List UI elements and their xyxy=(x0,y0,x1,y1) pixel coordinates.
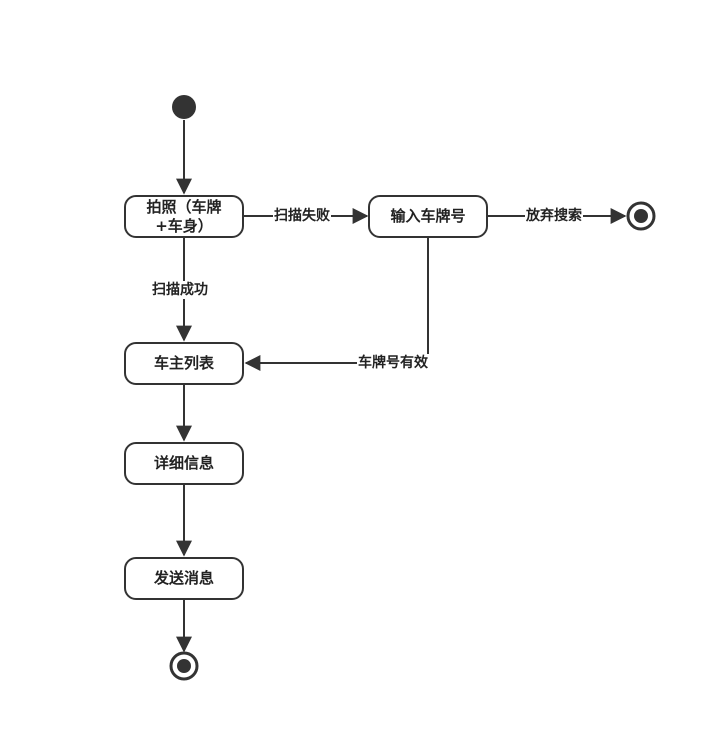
edge-input-to-owner xyxy=(244,238,429,371)
edge-label-scan-success: 扫描成功 xyxy=(151,281,209,299)
edge-label-plate-valid: 车牌号有效 xyxy=(357,354,429,372)
node-details: 详细信息 xyxy=(124,442,244,485)
node-send-message-label: 发送消息 xyxy=(153,569,214,587)
end-node-bottom-inner xyxy=(177,659,191,673)
node-owner-list-label: 车主列表 xyxy=(153,354,214,372)
end-node-right-inner xyxy=(634,209,648,223)
node-details-label: 详细信息 xyxy=(153,454,214,472)
node-photo: 拍照（车牌 +车身） xyxy=(124,195,244,238)
start-node xyxy=(172,95,196,119)
node-photo-label: 拍照（车牌 +车身） xyxy=(146,197,222,235)
edge-label-abandon-search: 放弃搜索 xyxy=(525,207,583,225)
node-input-plate-label: 输入车牌号 xyxy=(390,207,466,225)
node-owner-list: 车主列表 xyxy=(124,342,244,385)
node-input-plate: 输入车牌号 xyxy=(368,195,488,238)
edge-label-scan-fail: 扫描失败 xyxy=(273,207,331,225)
node-send-message: 发送消息 xyxy=(124,557,244,600)
